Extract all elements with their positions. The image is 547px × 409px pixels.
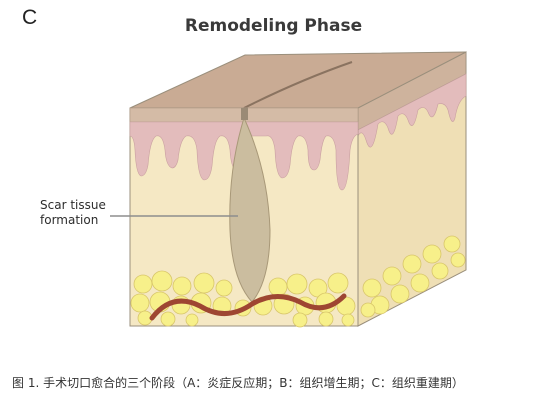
panel-letter: C (22, 6, 38, 29)
diagram-title: Remodeling Phase (184, 16, 363, 36)
scar-notch (241, 108, 248, 120)
figure-caption: 图 1. 手术切口愈合的三个阶段（A：炎症反应期；B：组织增生期；C：组织重建期… (12, 376, 464, 390)
side-papillae (357, 73, 467, 148)
scar-tissue-label-line2: formation (40, 213, 99, 227)
scar-tissue-label-line1: Scar tissue (40, 198, 106, 212)
incision-line-top (243, 61, 353, 109)
scar-tissue-label: Scar tissue formation (40, 198, 106, 228)
fat-cells-side (360, 235, 466, 318)
blood-vessel (149, 293, 347, 321)
